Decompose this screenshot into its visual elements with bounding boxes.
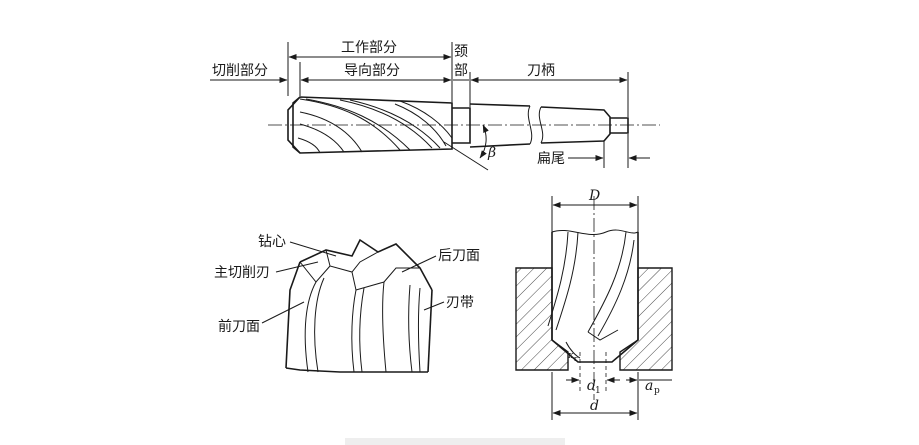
drill-tang [610, 117, 629, 134]
label-cutting-part: 切削部分 [212, 63, 268, 79]
label-ap-sub: p [654, 386, 660, 396]
point-body-left [285, 261, 301, 369]
faint-caption-mark [345, 438, 565, 445]
beta-label: β [487, 145, 496, 161]
drill-point-detail: 钻心 主切削刃 前刀面 后刀面 刃带 [214, 234, 480, 373]
drill-flute-4 [349, 99, 441, 149]
label-flank-face: 后刀面 [438, 248, 480, 264]
point-chisel-notch [325, 249, 379, 273]
drill-flute-8 [399, 100, 453, 139]
drill-neck [452, 107, 471, 144]
section-flute-5 [587, 329, 619, 341]
leader-chisel-edge [289, 241, 337, 257]
drill-shank [469, 103, 531, 148]
leader-main-cutting-edge [275, 261, 319, 273]
label-working-part: 工作部分 [341, 40, 397, 56]
label-chisel-edge: 钻心 [258, 234, 286, 250]
label-neck-2: 部 [454, 63, 468, 79]
helix-angle-line [443, 141, 489, 171]
twist-drill-side-view: β 工作部分 导向部分 切削部分 颈 部 刀柄 扁尾 [210, 40, 660, 171]
point-flute-4 [359, 287, 365, 373]
label-kr-sub: r [574, 355, 578, 363]
drill-flute-5 [299, 111, 363, 153]
section-flute-1 [547, 231, 569, 327]
point-flute-6 [408, 284, 413, 373]
drill-flute-9 [394, 103, 447, 147]
section-flute-4 [597, 239, 635, 337]
point-flute-5 [382, 281, 387, 373]
label-d1-sub: 1 [595, 386, 601, 396]
point-top-outline [299, 238, 433, 291]
workpiece-right-block [619, 267, 673, 371]
section-flute-3 [587, 231, 627, 333]
label-rake-face: 前刀面 [218, 318, 260, 335]
label-kr: κ [567, 351, 574, 361]
drill-flute-6 [299, 123, 345, 153]
leader-margin [423, 301, 445, 311]
label-guiding-part: 导向部分 [344, 63, 400, 79]
drill-flute-1 [299, 98, 401, 151]
section-drill-body [551, 232, 639, 363]
leader-flank-face [401, 255, 437, 273]
label-ap: a [645, 378, 653, 394]
helix-angle-arc [479, 124, 489, 159]
label-d1: d [587, 378, 596, 394]
shank-break-right [538, 106, 544, 144]
drill-flute-3 [339, 99, 433, 149]
drill-flute-7 [297, 137, 321, 154]
label-D: D [588, 188, 600, 204]
drill-shank-end [540, 106, 611, 144]
shank-break-left [527, 105, 533, 145]
label-shank: 刀柄 [527, 63, 555, 79]
point-flute-7 [418, 287, 421, 373]
section-flute-2 [555, 231, 579, 331]
kr-angle-arc [565, 341, 581, 359]
point-flute-2 [314, 277, 325, 373]
label-margin: 刃带 [446, 295, 474, 311]
drill-tip-outline [287, 96, 301, 154]
point-flute-3 [351, 289, 357, 373]
label-neck-1: 颈 [454, 44, 468, 60]
leader-rake-face [261, 301, 305, 324]
section-drill-break [551, 229, 639, 236]
label-main-cutting-edge: 主切削刃 [214, 265, 270, 281]
drilling-section: D κ r d 1 a p d [515, 188, 673, 420]
label-d: d [590, 398, 599, 414]
drill-flute-2 [305, 98, 411, 151]
point-body-right [427, 289, 433, 373]
point-body-bottom [285, 367, 428, 373]
point-flute-1 [304, 281, 317, 373]
label-tang: 扁尾 [537, 151, 565, 167]
